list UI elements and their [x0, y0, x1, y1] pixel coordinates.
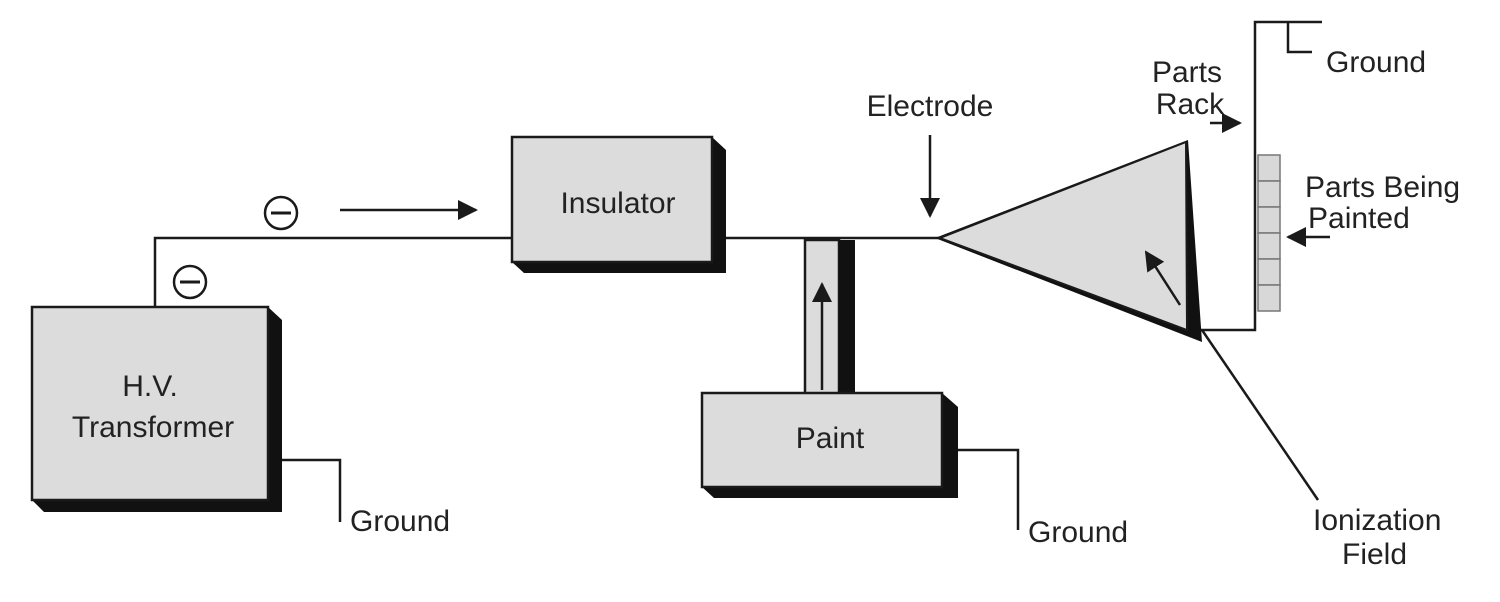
part-3	[1257, 206, 1281, 234]
insulator-box	[510, 135, 726, 273]
part-1	[1257, 154, 1281, 182]
hv-transformer-box	[30, 305, 282, 512]
charge-symbol-top	[263, 195, 299, 231]
part-5	[1257, 258, 1281, 286]
charge-symbol-wire	[172, 264, 208, 300]
part-2	[1257, 180, 1281, 208]
part-6	[1257, 284, 1281, 312]
electrode-cone	[935, 140, 1202, 342]
part-4	[1257, 232, 1281, 260]
paint-label: Paint	[796, 422, 865, 455]
paint-ground-wire	[955, 448, 1020, 530]
ionization-field-arrow	[1144, 250, 1182, 306]
parts-rack-label-line1: Parts	[1152, 56, 1222, 89]
parts-painted-label-line2: Painted	[1308, 202, 1410, 235]
parts-rack-label-line2: Rack	[1156, 88, 1225, 121]
rack-ground-label: Ground	[1326, 46, 1426, 79]
ionization-label-line1: Ionization	[1313, 504, 1441, 537]
transformer-to-insulator-wire	[153, 236, 515, 307]
paint-box	[700, 391, 958, 498]
ionization-pointer-line	[1200, 329, 1320, 501]
transformer-ground-label: Ground	[350, 505, 450, 538]
ionization-label-line2: Field	[1342, 538, 1407, 571]
parts-painted-label-line1: Parts Being	[1305, 171, 1460, 204]
transformer-label-line1: H.V.	[122, 370, 178, 403]
paint-ground-label: Ground	[1028, 516, 1128, 549]
insulator-label: Insulator	[560, 187, 675, 220]
transformer-ground-wire	[280, 458, 342, 522]
parts-stack	[1257, 154, 1281, 312]
rack-ground-wire	[1286, 22, 1312, 54]
paint-feed-tube	[803, 238, 855, 397]
electrode-label: Electrode	[867, 90, 994, 123]
transformer-label-line2: Transformer	[72, 411, 234, 444]
